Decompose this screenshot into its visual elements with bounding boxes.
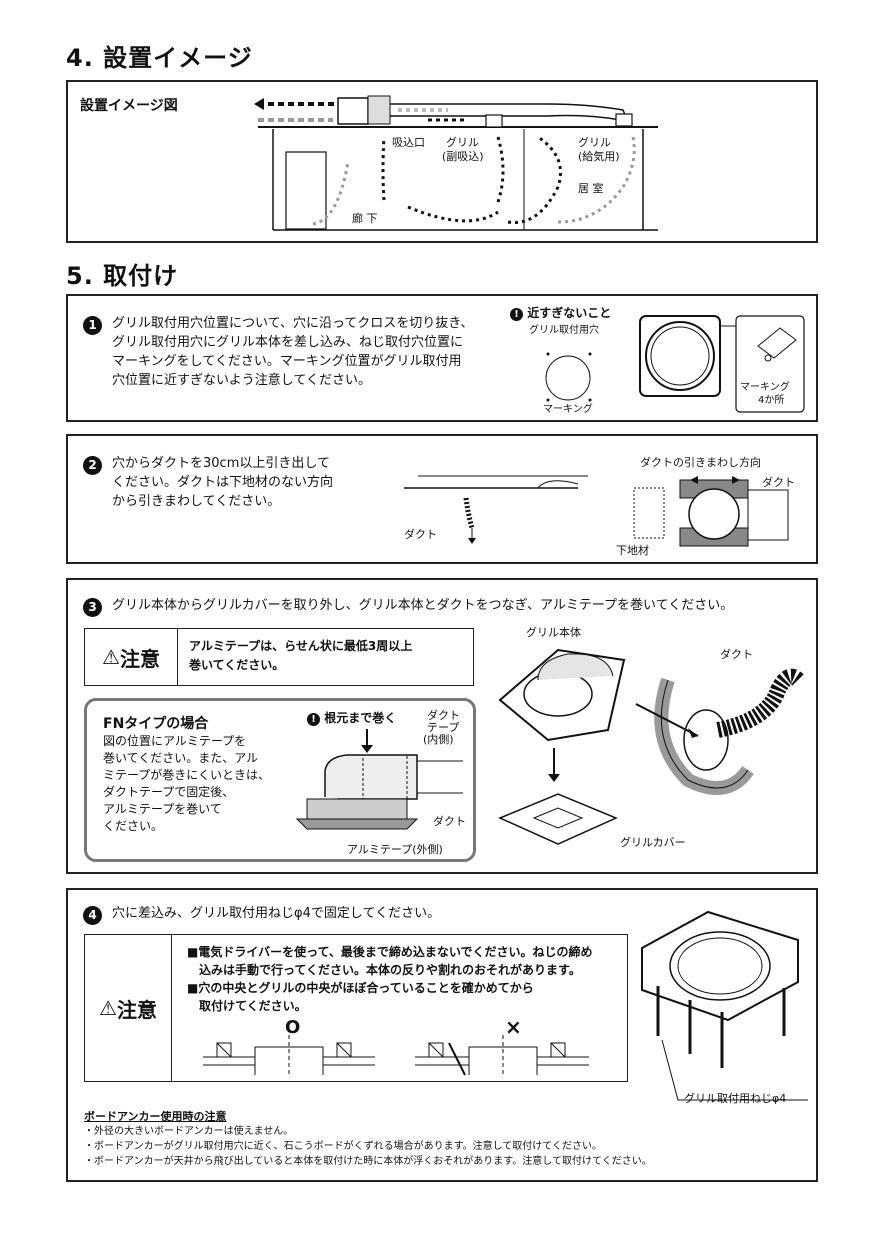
anchor-title: ボードアンカー使用時の注意 (84, 1110, 227, 1123)
step-2-number: 2 (83, 456, 102, 475)
label-grill-sub2: (副吸込) (442, 150, 484, 163)
fn-type-box: FNタイプの場合 図の位置にアルミテープを 巻いてください。また、アル ミテープ… (84, 698, 476, 862)
screw-position-diagram (203, 1035, 589, 1077)
step-4-box: 4 穴に差込み、グリル取付用ねじφ4で固定してください。 ⚠注意 ■電気ドライバ… (66, 888, 818, 1182)
alert-icon: ! (510, 308, 523, 321)
fn-title: FNタイプの場合 (103, 716, 209, 732)
duct-tape-label-1: ダクト (427, 709, 460, 722)
label-grill-sub: グリル (446, 136, 479, 149)
screw-label: グリル取付用ねじφ4 (684, 1092, 787, 1105)
step-4-caution-line-3: ■穴の中央とグリルの中央がほぼ合っていることを確かめてから (187, 981, 534, 995)
step-2-line-2: ください。ダクトは下地材のない方向 (112, 475, 334, 490)
grill-cover-label: グリルカバー (620, 836, 686, 849)
step-1-number: 1 (83, 316, 102, 335)
route-label: ダクトの引きまわし方向 (640, 456, 761, 469)
fn-line-1: 図の位置にアルミテープを (103, 734, 247, 748)
step-2-duct-label: ダクト (404, 528, 437, 541)
step-2-box: 2 穴からダクトを30cm以上引き出して ください。ダクトは下地材のない方向 か… (66, 434, 818, 564)
section-5-heading: 5. 取付け (66, 262, 179, 290)
ng-mark: × (505, 1015, 522, 1039)
label-corridor: 廊 下 (352, 212, 378, 225)
step-3-caution-label: ⚠注意 (85, 629, 178, 685)
step-2-duct2-label: ダクト (762, 476, 795, 489)
marking-4-label: マーキング (740, 382, 790, 393)
step-3-caution-line-2: 巻いてください。 (189, 658, 285, 672)
marking-4-count: 4か所 (758, 395, 785, 406)
step-4-caution-line-2: 込みは手動で行ってください。本体の反りや割れのおそれがあります。 (199, 963, 581, 977)
grill-body-label: グリル本体 (526, 626, 581, 639)
fn-diagram (295, 729, 463, 830)
marking-label: マーキング (543, 404, 593, 415)
step-1-line-4: 穴位置に近すぎないよう注意してください。 (112, 373, 371, 388)
step-3-text: グリル本体からグリルカバーを取り外し、グリル本体とダクトをつなぎ、アルミテープを… (112, 598, 734, 613)
step-4-grill-diagram (641, 910, 808, 1101)
step-4-text: 穴に差込み、グリル取付用ねじφ4で固定してください。 (112, 906, 441, 921)
step-4-caution-label: ⚠注意 (85, 935, 172, 1081)
step-3-caution-line-1: アルミテープは、らせん状に最低3周以上 (189, 639, 413, 653)
step-3-caution-box: ⚠注意 アルミテープは、らせん状に最低3周以上 巻いてください。 (84, 628, 474, 686)
step-2-diagram (404, 475, 789, 547)
step-1-line-3: マーキングをしてください。マーキング位置がグリル取付用 (112, 354, 462, 369)
fn-line-5: アルミテープを巻いて (103, 802, 222, 816)
step-1-box: 1 グリル取付用穴位置について、穴に沿ってクロスを切り抜き、 グリル取付用穴にグ… (66, 294, 818, 422)
step-2-line-1: 穴からダクトを30cm以上引き出して (112, 456, 330, 471)
step-1-line-1: グリル取付用穴位置について、穴に沿ってクロスを切り抜き、 (112, 316, 474, 331)
step-3-box: 3 グリル本体からグリルカバーを取り外し、グリル本体とダクトをつなぎ、アルミテー… (66, 578, 818, 874)
anchor-line-3: ・ボードアンカーが天井から飛び出していると本体を取付けた時に本体が浮くおそれがあ… (84, 1156, 652, 1167)
label-room: 居 室 (578, 182, 604, 195)
step-3-diagram (498, 648, 804, 845)
anchor-line-2: ・ボードアンカーがグリル取付用穴に近く、石こうボードがくずれる場合があります。注… (84, 1141, 602, 1152)
fn-line-2: 巻いてください。また、アル (103, 751, 259, 765)
anchor-line-1: ・外径の大きいボードアンカーは使えません。 (84, 1126, 294, 1137)
label-grill-supply2: (給気用) (578, 150, 620, 163)
step-3-duct-label: ダクト (720, 648, 753, 661)
step-1-diagram (545, 315, 805, 413)
fn-duct-label: ダクト (433, 815, 466, 828)
fn-line-6: ください。 (103, 819, 164, 833)
label-grill-supply: グリル (578, 136, 611, 149)
step-1-alert: ! 近すぎないこと (510, 304, 611, 321)
section-4-heading: 4. 設置イメージ (66, 44, 253, 72)
step-4-caution-box: ⚠注意 ■電気ドライバーを使って、最後まで締め込まないでください。ねじの締め 込… (84, 934, 628, 1082)
label-inlet: 吸込口 (392, 136, 425, 149)
ok-mark: O (285, 1017, 301, 1038)
root-wrap-alert: ! 根元まで巻く (307, 709, 396, 726)
step-2-line-3: から引きまわしてください。 (112, 494, 281, 509)
alu-outer-label: アルミテープ(外側) (347, 843, 443, 856)
alert-icon: ! (307, 713, 320, 726)
step-3-number: 3 (83, 598, 102, 617)
hole-label: グリル取付用穴 (529, 325, 599, 336)
install-diagram (254, 95, 658, 231)
duct-tape-label-3: (内側) (423, 733, 454, 746)
step-4-caution-line-1: ■電気ドライバーを使って、最後まで締め込まないでください。ねじの締め (187, 945, 593, 959)
step-4-number: 4 (83, 906, 102, 925)
step-1-line-2: グリル取付用穴にグリル本体を差し込み、ねじ取付穴位置に (112, 335, 464, 350)
fn-line-4: ダクトテープで固定後、 (103, 785, 235, 799)
install-image-box: 設置イメージ図 吸込口 グリル (副吸込) グリル (給気用) (66, 80, 818, 243)
alert-text: 近すぎないこと (527, 306, 612, 320)
install-image-title: 設置イメージ図 (80, 98, 178, 114)
step-4-caution-line-4: 取付けてください。 (199, 999, 307, 1013)
duct-tape-label-2: テープ (427, 721, 460, 734)
base-material-label: 下地材 (616, 544, 649, 557)
fn-line-3: ミテープが巻きにくいときは、 (103, 768, 271, 782)
